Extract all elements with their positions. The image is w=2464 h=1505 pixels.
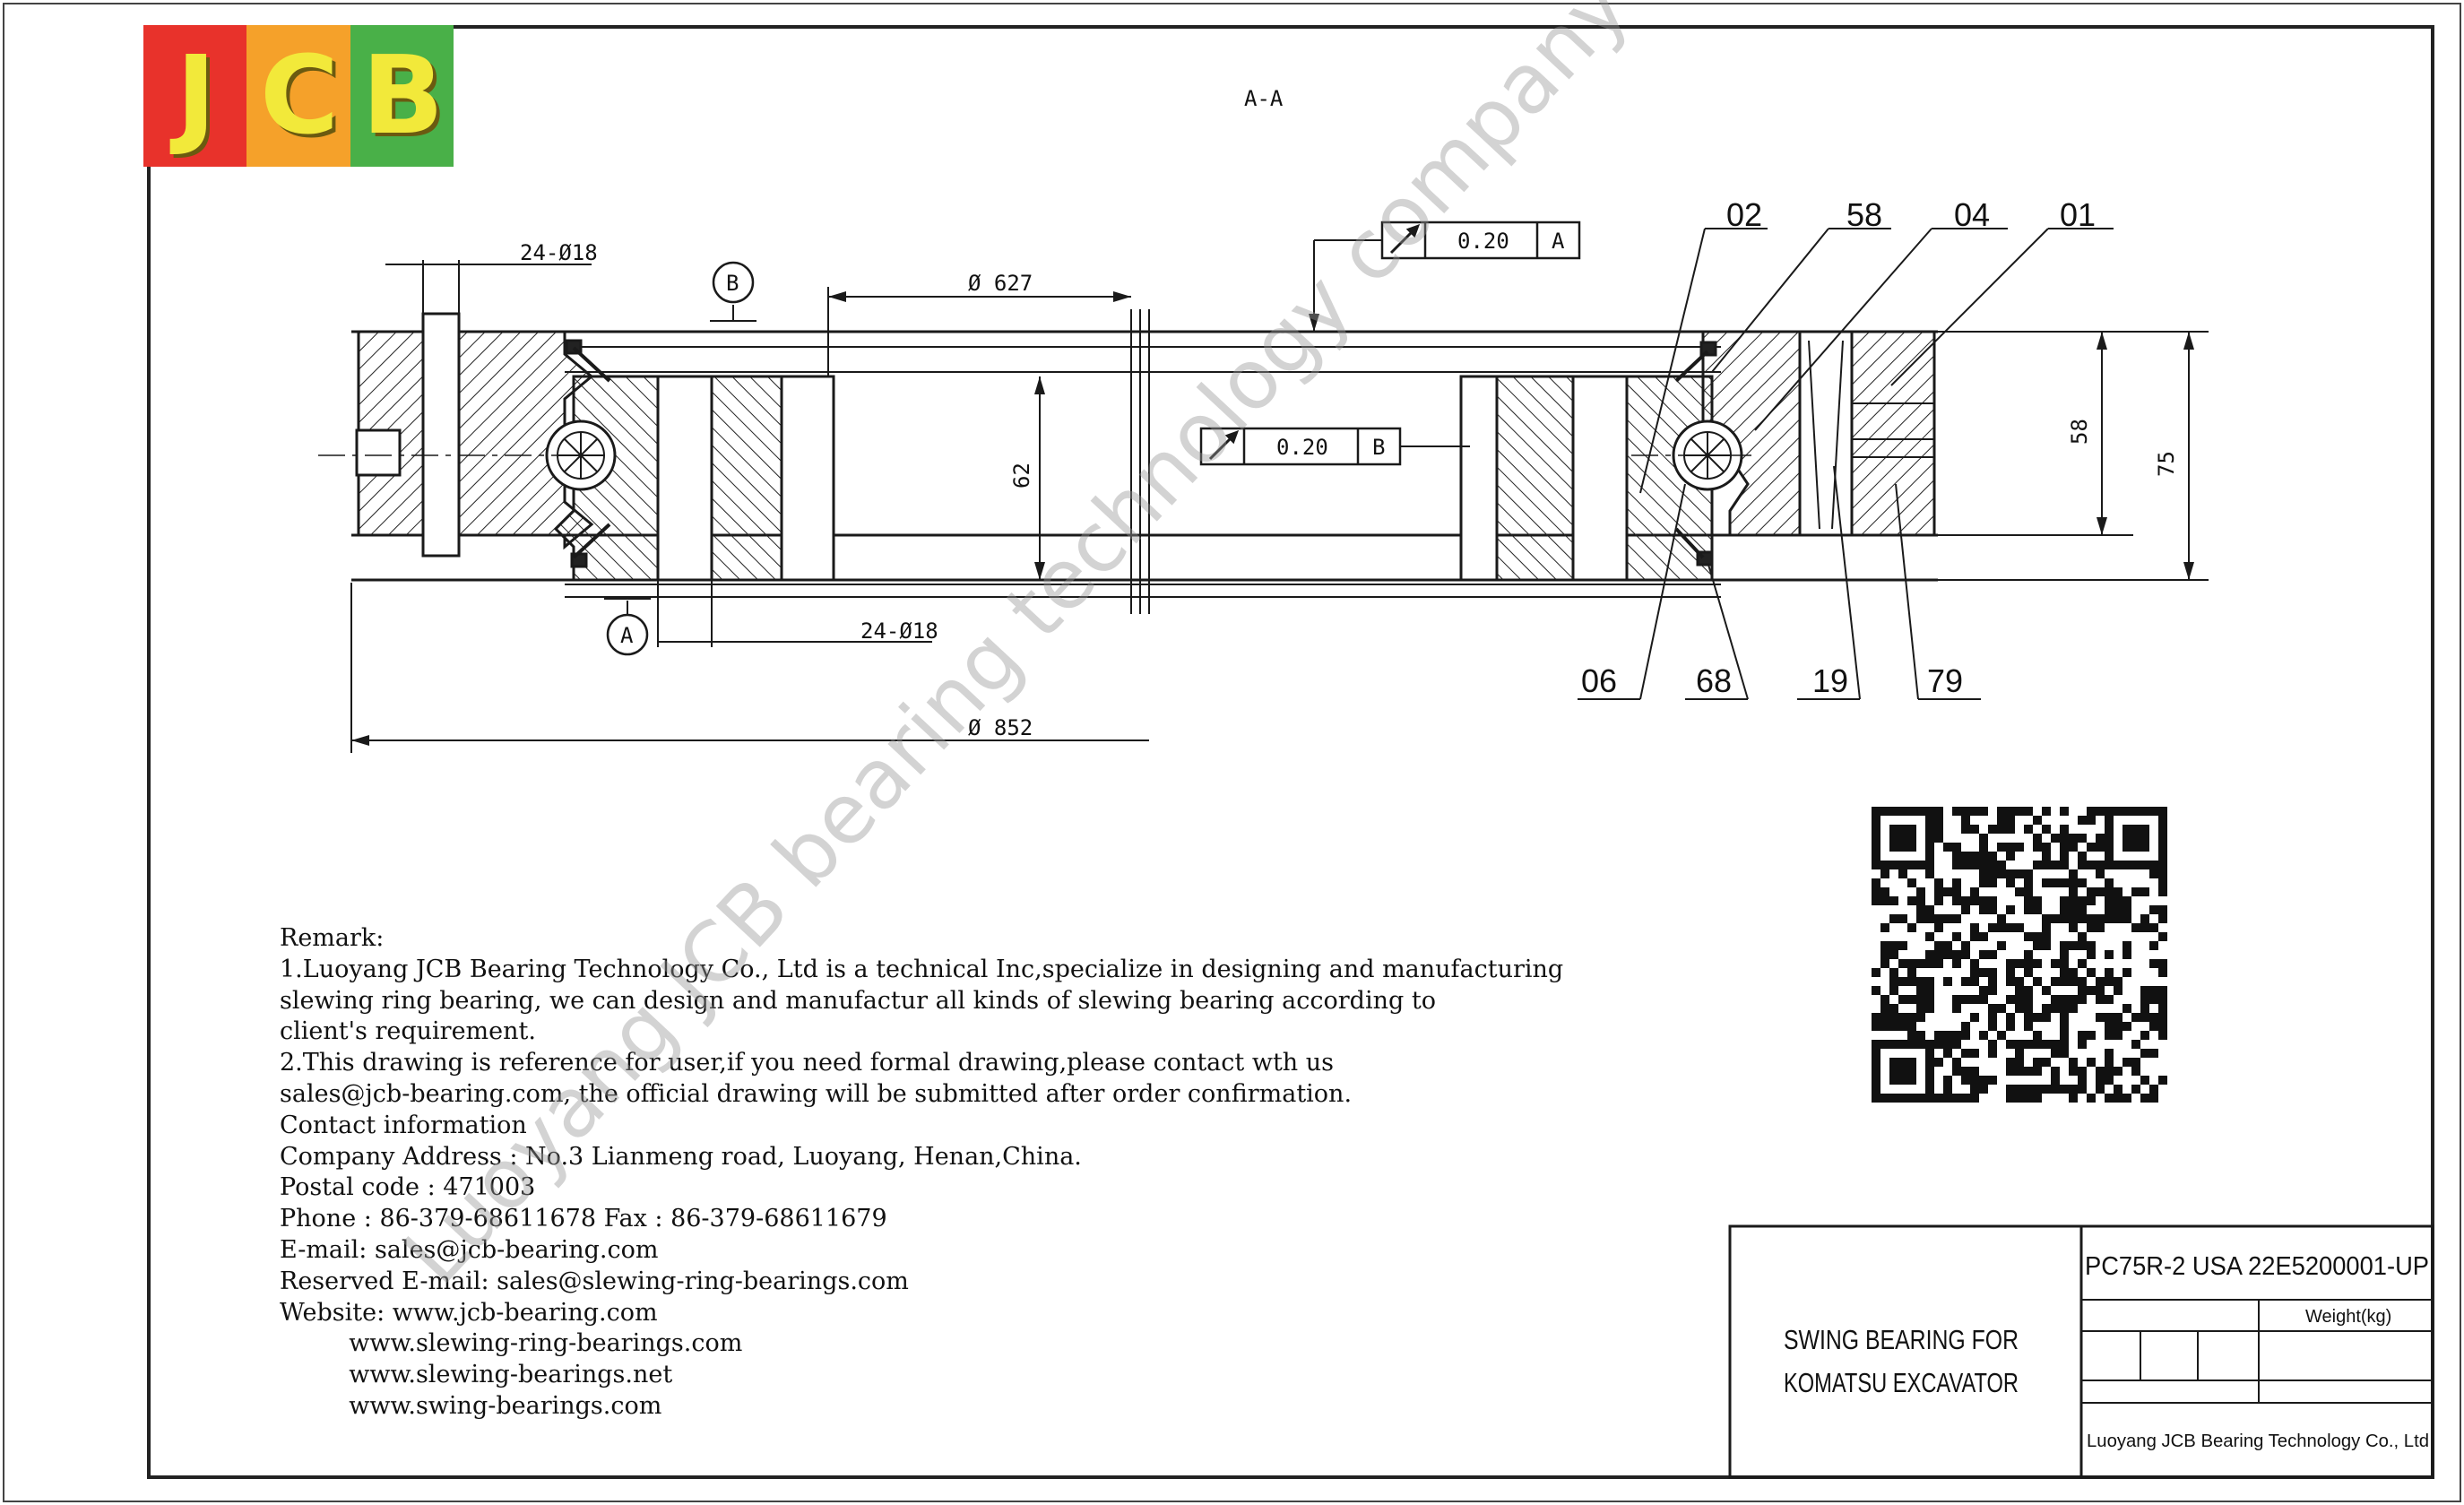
tolerance-b-datum: B [1372, 435, 1385, 460]
datum-a-circle [606, 613, 649, 656]
remark-line: 2.This drawing is reference for user,if … [280, 1049, 1335, 1077]
title-part-number: PC75R-2 USA 22E5200001-UP [2085, 1252, 2429, 1281]
sheet-border-outer [3, 3, 2461, 1502]
dim-dia-852: Ø 852 [968, 715, 1033, 740]
part-number-04: 04 [1954, 196, 1990, 233]
remark-line: E-mail: sales@jcb-bearing.com [280, 1235, 659, 1264]
remark-line: Reserved E-mail: sales@slewing-ring-bear… [280, 1267, 909, 1295]
title-company: Luoyang JCB Bearing Technology Co., Ltd [2087, 1431, 2429, 1451]
sheet-border-inner [147, 25, 2434, 1479]
logo-letter-j: J [143, 25, 247, 167]
remark-line: slewing ring bearing, we can design and … [280, 986, 1436, 1015]
datum-b-label: B [726, 271, 739, 296]
logo-letter-c: C [246, 25, 350, 167]
remark-line: Phone : 86-379-68611678 Fax : 86-379-686… [280, 1205, 887, 1233]
remark-line: sales@jcb-bearing.com, the official draw… [280, 1079, 1353, 1108]
remark-line: www.slewing-ring-bearings.com [280, 1329, 743, 1358]
part-number-79: 79 [1927, 662, 1963, 699]
dimension-lines [350, 228, 2209, 753]
part-number-19: 19 [1812, 662, 1848, 699]
remark-line: www.swing-bearings.com [280, 1391, 662, 1420]
tolerance-frame-b [1199, 427, 1402, 466]
tolerance-a-value: 0.20 [1457, 229, 1509, 254]
title-block [1728, 1224, 2434, 1479]
title-description-line1: SWING BEARING FOR [1784, 1324, 2019, 1355]
dim-height-75: 75 [2154, 451, 2179, 477]
remark-line: Contact information [280, 1111, 527, 1139]
tolerance-a-datum: A [1552, 229, 1565, 254]
remark-line: client's requirement. [280, 1017, 536, 1046]
part-number-68: 68 [1696, 662, 1732, 699]
part-number-01: 01 [2060, 196, 2096, 233]
tolerance-frame-a [1380, 221, 1581, 260]
remarks-block: Remark: 1.Luoyang JCB Bearing Technology … [280, 923, 1803, 1423]
remark-line: Website: www.jcb-bearing.com [280, 1298, 658, 1327]
dimension-arrows [351, 291, 2194, 746]
part-number-58: 58 [1846, 196, 1882, 233]
datum-a-label: A [620, 623, 634, 648]
dim-height-58: 58 [2067, 419, 2092, 445]
jcb-logo: J C B [143, 25, 454, 167]
datum-b-circle [712, 261, 755, 304]
part-number-06: 06 [1581, 662, 1617, 699]
dim-bolt-outer: 24-Ø18 [520, 240, 598, 265]
dim-dia-627: Ø 627 [968, 271, 1033, 296]
remark-line: www.slewing-bearings.net [280, 1361, 673, 1389]
dim-bolt-inner: 24-Ø18 [860, 618, 938, 644]
remark-line: Remark: [280, 924, 385, 952]
remark-line: Company Address : No.3 Lianmeng road, Lu… [280, 1142, 1082, 1171]
dim-height-62: 62 [1009, 463, 1034, 489]
qr-code [1872, 807, 2167, 1103]
cross-section-drawing [318, 309, 1938, 614]
logo-letter-b: B [350, 25, 454, 167]
part-number-02: 02 [1726, 196, 1762, 233]
section-label: A-A [1244, 86, 1284, 111]
remark-line: Postal code : 471003 [280, 1173, 536, 1202]
title-weight-label: Weight(kg) [2305, 1307, 2391, 1327]
remark-line: 1.Luoyang JCB Bearing Technology Co., Lt… [280, 955, 1564, 983]
title-description-line2: KOMATSU EXCAVATOR [1784, 1367, 2019, 1398]
tolerance-b-value: 0.20 [1276, 435, 1328, 460]
